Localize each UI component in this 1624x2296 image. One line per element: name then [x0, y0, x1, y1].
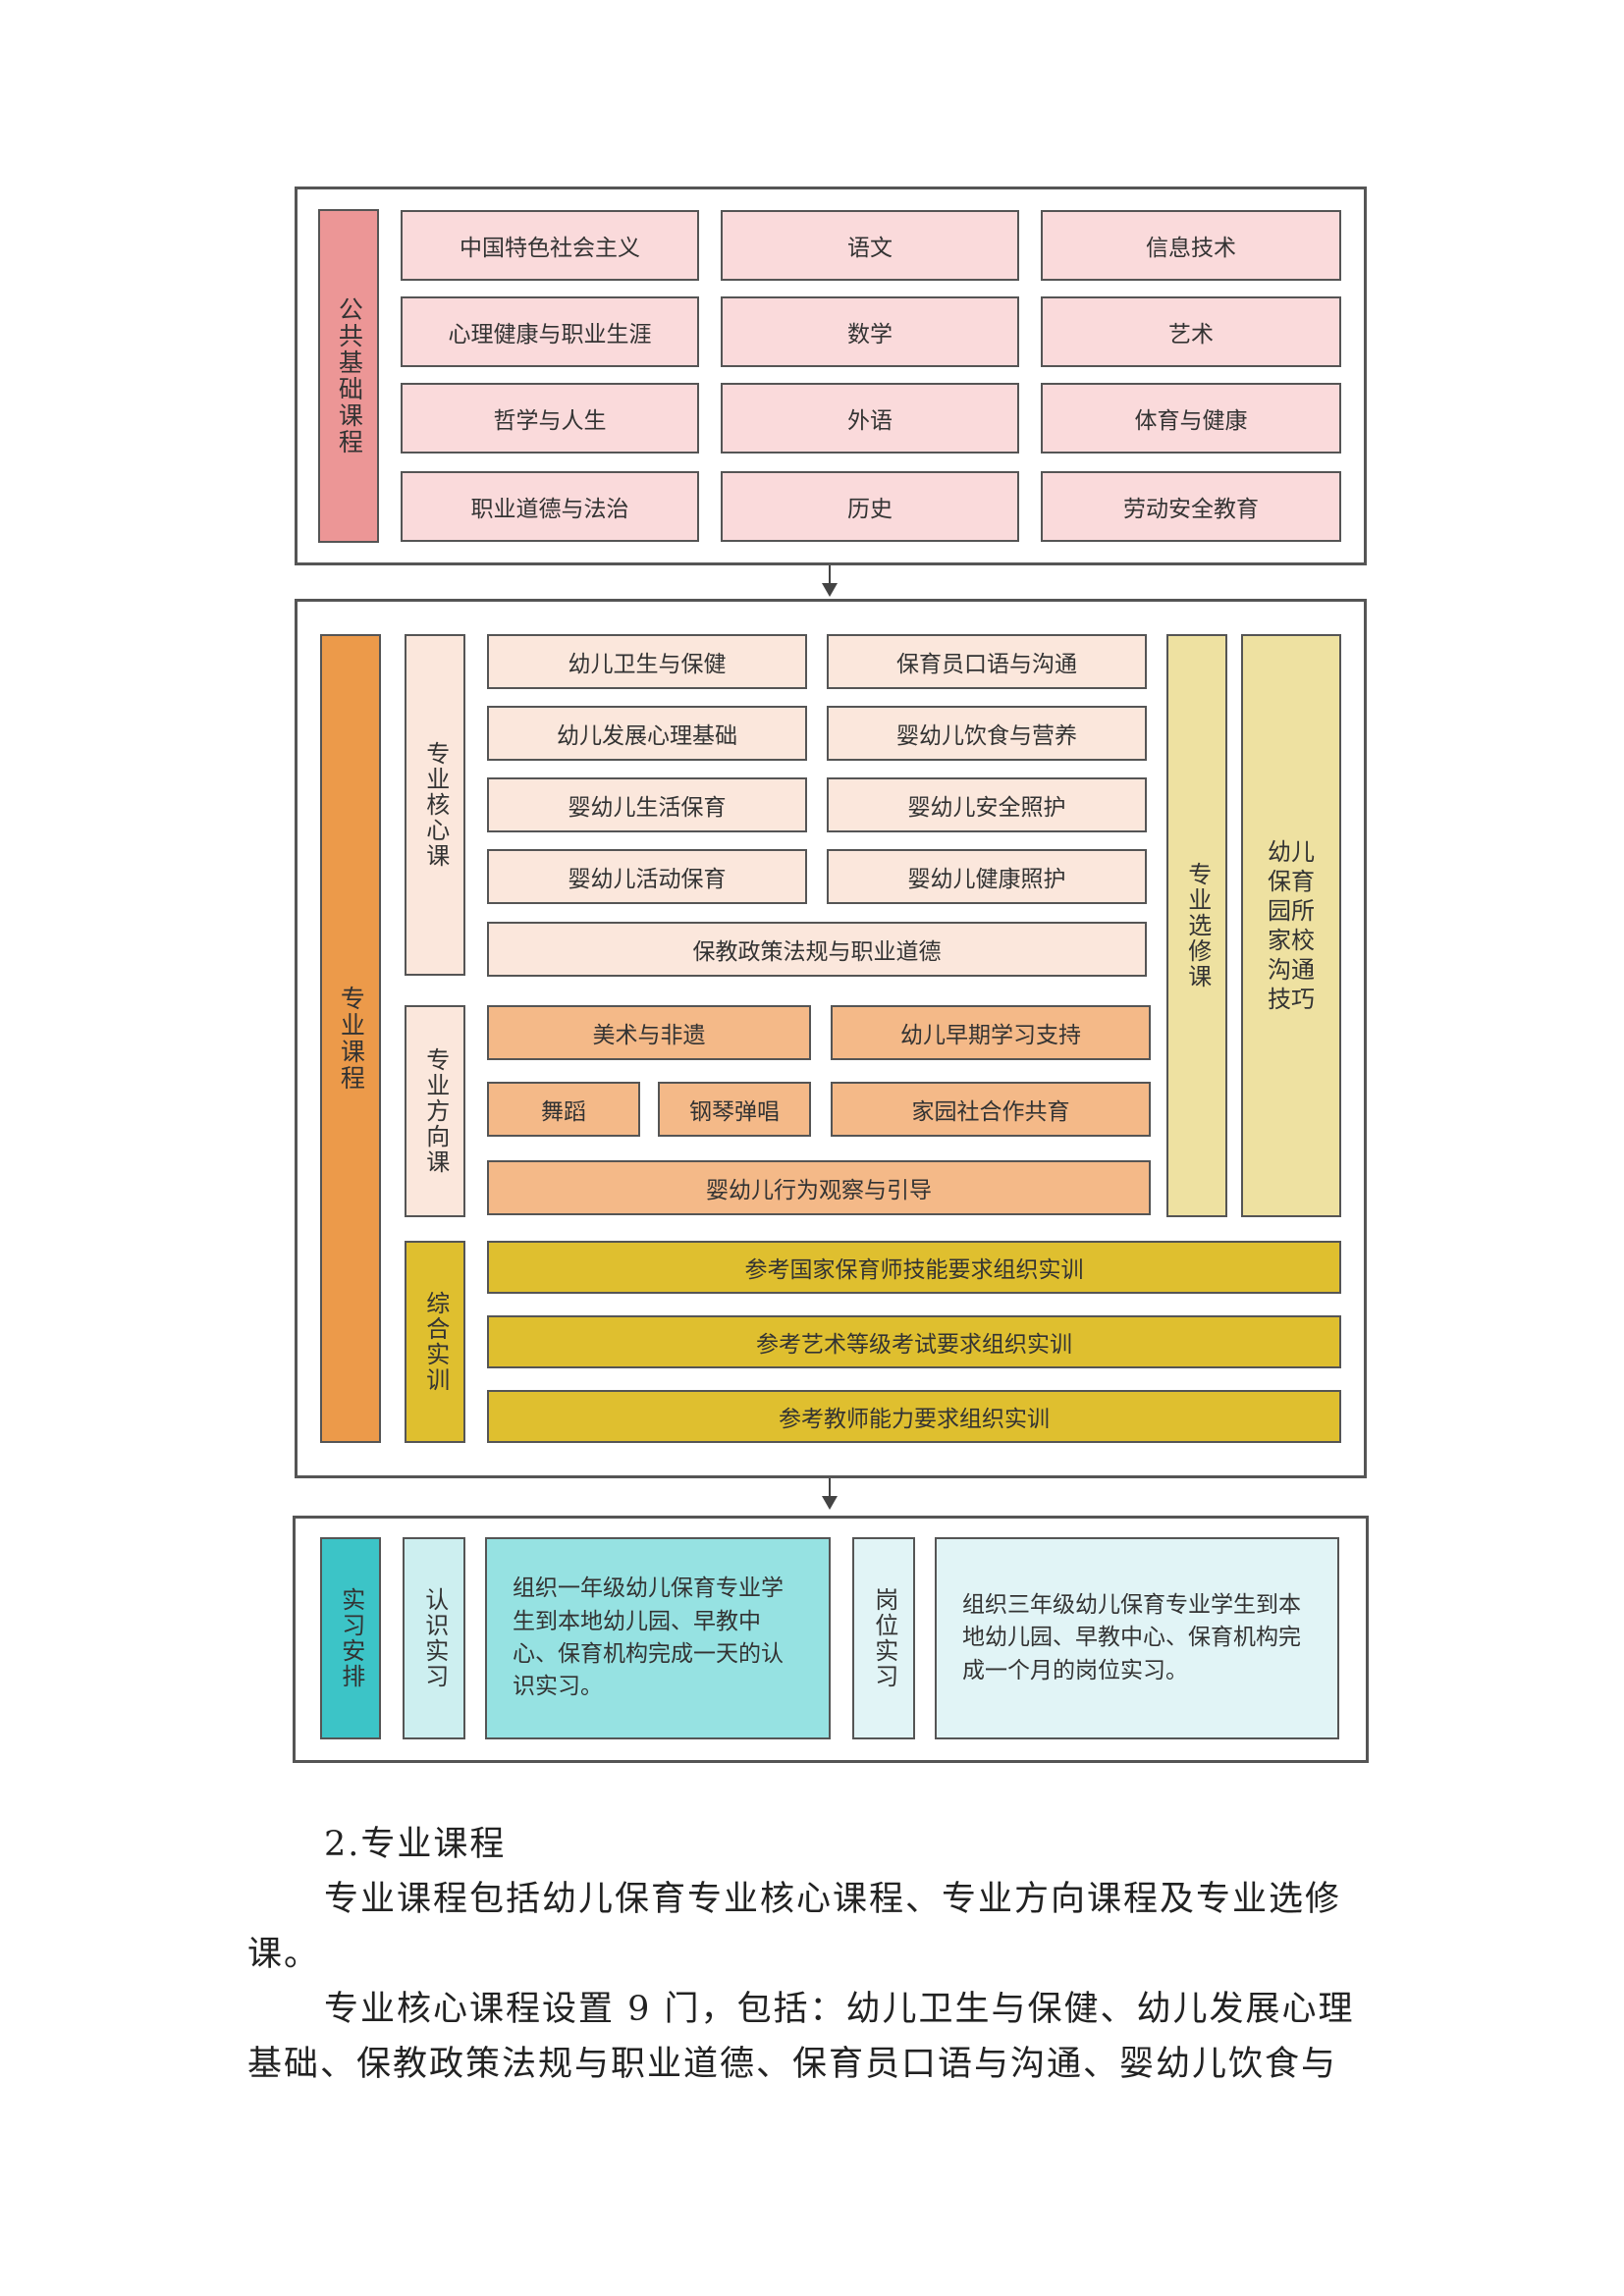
- direction-course: 幼儿早期学习支持: [831, 1005, 1151, 1060]
- training-item: 参考教师能力要求组织实训: [487, 1390, 1341, 1443]
- direction-course: 美术与非遗: [487, 1005, 811, 1060]
- elective-courses-label: 专业选修课: [1166, 634, 1227, 1217]
- paragraph-1-line-2: 课。: [247, 1935, 321, 1974]
- training-label: 综合实训: [405, 1241, 465, 1443]
- core-course: 婴幼儿安全照护: [827, 777, 1147, 832]
- core-courses-label: 专业核心课: [405, 634, 465, 976]
- elective-course-text: 幼儿保育园所家校沟通技巧: [1268, 838, 1315, 1013]
- public-course: 体育与健康: [1041, 383, 1341, 454]
- recognition-label: 认识实习: [403, 1537, 465, 1739]
- direction-course: 舞蹈: [487, 1082, 640, 1137]
- core-course: 婴幼儿健康照护: [827, 849, 1147, 904]
- training-item: 参考国家保育师技能要求组织实训: [487, 1241, 1341, 1294]
- public-course: 外语: [721, 383, 1019, 454]
- public-course: 中国特色社会主义: [401, 210, 699, 281]
- public-course: 职业道德与法治: [401, 471, 699, 542]
- public-course: 劳动安全教育: [1041, 471, 1341, 542]
- paragraph-1-line-1: 专业课程包括幼儿保育专业核心课程、专业方向课程及专业选修: [324, 1880, 1342, 1919]
- public-courses-label: 公共基础课程: [318, 209, 379, 543]
- public-course: 心理健康与职业生涯: [401, 296, 699, 367]
- paragraph-2-line-1: 专业核心课程设置 9 门，包括：幼儿卫生与保健、幼儿发展心理: [324, 1990, 1355, 2029]
- section-heading: 2.专业课程: [324, 1825, 507, 1864]
- recognition-description: 组织一年级幼儿保育专业学生到本地幼儿园、早教中心、保育机构完成一天的认识实习。: [485, 1537, 831, 1739]
- core-course: 幼儿卫生与保健: [487, 634, 807, 689]
- direction-course: 家园社合作共育: [831, 1082, 1151, 1137]
- elective-course: 幼儿保育园所家校沟通技巧: [1241, 634, 1341, 1217]
- direction-course: 钢琴弹唱: [658, 1082, 811, 1137]
- core-course: 婴幼儿生活保育: [487, 777, 807, 832]
- public-course: 哲学与人生: [401, 383, 699, 454]
- public-course: 艺术: [1041, 296, 1341, 367]
- training-item: 参考艺术等级考试要求组织实训: [487, 1315, 1341, 1368]
- public-course: 信息技术: [1041, 210, 1341, 281]
- direction-courses-label: 专业方向课: [405, 1005, 465, 1217]
- core-course: 婴幼儿活动保育: [487, 849, 807, 904]
- core-course-wide: 保教政策法规与职业道德: [487, 922, 1147, 977]
- core-course: 幼儿发展心理基础: [487, 706, 807, 761]
- public-course: 语文: [721, 210, 1019, 281]
- internship-label: 实习安排: [320, 1537, 381, 1739]
- public-course: 历史: [721, 471, 1019, 542]
- professional-courses-label: 专业课程: [320, 634, 381, 1443]
- direction-course-wide: 婴幼儿行为观察与引导: [487, 1160, 1151, 1215]
- core-course: 保育员口语与沟通: [827, 634, 1147, 689]
- position-label: 岗位实习: [852, 1537, 915, 1739]
- position-description: 组织三年级幼儿保育专业学生到本地幼儿园、早教中心、保育机构完成一个月的岗位实习。: [935, 1537, 1339, 1739]
- paragraph-2-line-2: 基础、保教政策法规与职业道德、保育员口语与沟通、婴幼儿饮食与: [247, 2045, 1338, 2084]
- core-course: 婴幼儿饮食与营养: [827, 706, 1147, 761]
- public-course: 数学: [721, 296, 1019, 367]
